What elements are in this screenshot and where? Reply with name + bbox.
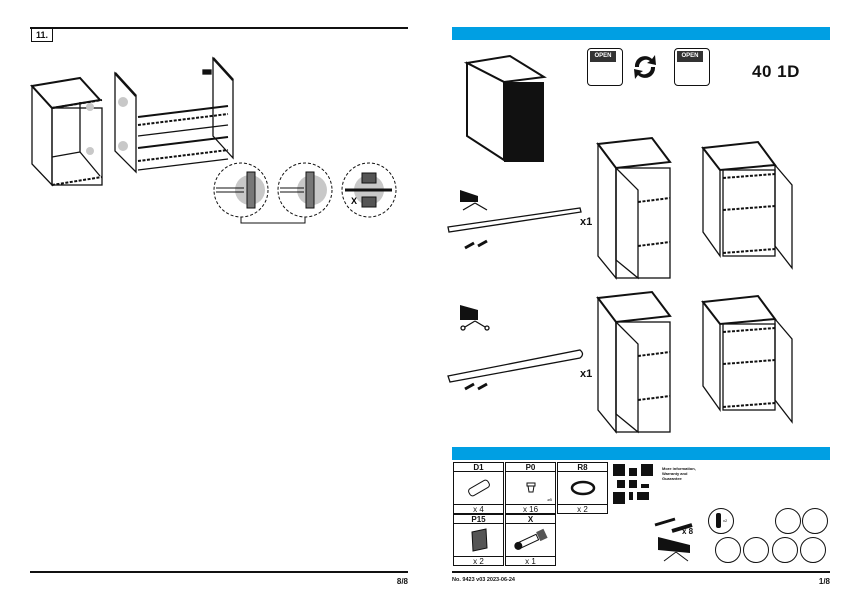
rail-count-1: x1 — [580, 216, 593, 228]
cabinet-exploded — [114, 56, 234, 174]
step-rule — [30, 27, 408, 29]
part-X: X x 1 — [505, 514, 556, 566]
swap-arrows-icon — [634, 55, 656, 79]
package-box-icon — [463, 54, 547, 162]
screws-and-rail-icon — [654, 517, 693, 562]
screwdriver-icon — [802, 508, 828, 534]
qr-caption: More information, Warranty and Guarantee — [662, 466, 696, 481]
open-direction-icon-right: OPEN — [674, 48, 710, 86]
shelf-pin-icon: ø5 — [506, 472, 555, 504]
part-D1: D1 x 4 — [453, 462, 504, 514]
two-persons-icon: x2 — [708, 508, 734, 534]
level-icon — [743, 537, 769, 563]
hammer-icon — [772, 537, 798, 563]
step-number: 11. — [31, 29, 53, 42]
document-id: No. 9423 v03 2023-06-24 — [452, 577, 515, 583]
ring-icon — [558, 472, 607, 504]
connector-bolt-icon — [506, 524, 555, 556]
footer-rule — [452, 571, 830, 573]
footer-rule — [30, 571, 408, 573]
detail-marker: X — [351, 196, 357, 206]
qr-code[interactable] — [613, 464, 653, 504]
tape-measure-icon — [775, 508, 801, 534]
phillips-screwdriver-icon — [800, 537, 826, 563]
parts-header-bar — [452, 447, 830, 460]
page-right: OPEN OPEN 40 1D — [430, 0, 860, 613]
dowel-icon — [454, 472, 503, 504]
door-options-illustration — [447, 136, 793, 434]
drill-icon — [715, 537, 741, 563]
header-bar — [452, 27, 830, 40]
model-label: 40 1D — [752, 62, 800, 81]
part-R8: R8 x 2 — [557, 462, 608, 514]
page-number: 8/8 — [396, 577, 408, 586]
assembly-illustration: X — [30, 56, 397, 224]
page-number: 1/8 — [818, 577, 830, 586]
cabinet-assembled — [30, 76, 103, 187]
detail-circles — [213, 162, 397, 224]
screw-count: x 8 — [682, 527, 694, 536]
part-P0: P0 ø5 x 16 — [505, 462, 556, 514]
hinge-plate-icon — [454, 524, 503, 556]
part-P15: P15 x 2 — [453, 514, 504, 566]
rail-count-2: x1 — [580, 368, 593, 380]
open-direction-icon-left: OPEN — [587, 48, 623, 86]
page-left: 11. — [30, 27, 408, 586]
